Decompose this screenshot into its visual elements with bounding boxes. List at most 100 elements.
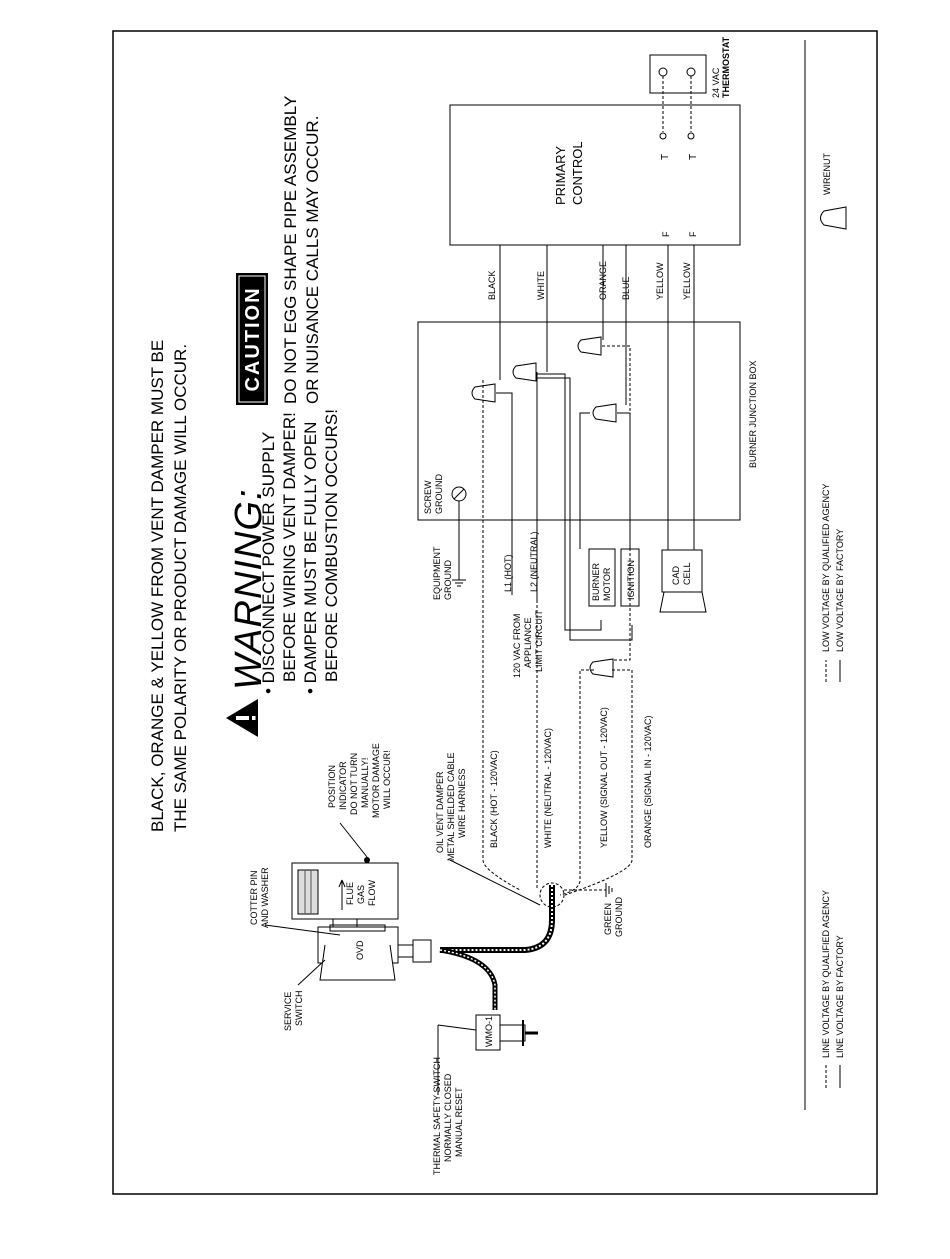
thermal-callout-2: NORMALLY CLOSED xyxy=(443,1073,453,1162)
burner-motor-label-1: BURNER xyxy=(591,562,601,601)
terminal-t-2: T xyxy=(688,154,699,160)
wire-label-black: BLACK xyxy=(487,270,497,300)
wire-l1 xyxy=(496,392,513,595)
terminal-circle xyxy=(659,132,667,140)
thermostat-terminal xyxy=(686,67,696,77)
thermostat-terminal xyxy=(658,67,668,77)
harness-wire-black xyxy=(482,440,521,891)
position-callout-5: MOTOR DAMAGE xyxy=(371,743,381,818)
burner-motor-box xyxy=(588,548,616,607)
l2-label: L2 (NEUTRAL) xyxy=(529,531,539,592)
notice-line-2: THE SAME POLARITY OR PRODUCT DAMAGE WILL… xyxy=(171,344,190,832)
ignition-label: IGNITION xyxy=(626,560,636,600)
green-ground-label-1: GREEN xyxy=(603,903,613,935)
shielded-cable-inner xyxy=(440,885,553,951)
callout-leader xyxy=(297,959,326,986)
shielded-cable xyxy=(440,885,555,953)
flue-gas-flow-1: FLUE xyxy=(345,882,355,905)
harness-callout-2: METAL SHIELDED CABLE xyxy=(446,752,456,861)
burner-junction-box-label: BURNER JUNCTION BOX xyxy=(748,360,758,468)
caution-line-2: OR NUISANCE CALLS MAY OCCUR. xyxy=(303,116,322,404)
legend-right-dashed: LOW VOLTAGE BY QUALIFIED AGENCY xyxy=(821,483,831,652)
primary-control-label-2: CONTROL xyxy=(570,141,585,205)
equipment-ground-label-1: EQUIPMENT xyxy=(432,546,442,600)
cable-to-wmo xyxy=(439,947,498,1010)
callout-leader xyxy=(339,822,368,858)
burner-junction-box xyxy=(417,321,741,521)
burner-motor-label-2: MOTOR xyxy=(602,567,612,601)
wirenut-legend-label: WIRENUT xyxy=(822,153,832,195)
flue-gas-flow-2: GAS xyxy=(356,885,366,904)
equipment-ground-icon xyxy=(452,579,466,587)
cable-connector xyxy=(397,939,432,963)
thermal-callout-1: THERMAL SAFETY SWITCH xyxy=(432,1057,442,1175)
cad-cell-label-1: CAD xyxy=(671,565,681,585)
supply-label-1: 120 VAC FROM xyxy=(512,614,522,678)
position-callout-1: POSITION xyxy=(327,765,337,808)
legend-right-solid: LOW VOLTAGE BY FACTORY xyxy=(835,529,845,652)
notice-line-1: BLACK, ORANGE & YELLOW FROM VENT DAMPER … xyxy=(148,340,167,832)
equipment-ground-label-2: GROUND xyxy=(443,560,453,600)
thermostat-wire xyxy=(662,76,692,132)
wire-to-ign xyxy=(579,412,590,549)
screw-ground-label-2: GROUND xyxy=(434,474,444,514)
cotter-callout-2: AND WASHER xyxy=(260,867,270,928)
callout-leader xyxy=(264,924,341,936)
harness-black-label: BLACK (HOT - 120VAC) xyxy=(489,750,499,848)
warning-line-1: • DISCONNECT POWER SUPPLY xyxy=(259,432,278,694)
harness-orange-label: ORANGE (SIGNAL IN - 120VAC) xyxy=(643,715,653,848)
callout-leader xyxy=(449,859,541,906)
cable-to-wmo-inner xyxy=(439,949,496,1010)
wire-label-white: WHITE xyxy=(536,271,546,300)
position-callout-6: WILL OCCUR! xyxy=(382,750,392,809)
cad-cell-label-2: CELL xyxy=(682,562,692,585)
wire-ign xyxy=(617,412,631,549)
terminal-t-1: T xyxy=(660,154,671,160)
position-callout-2: INDICATOR xyxy=(338,761,348,810)
harness-callout-3: WIRE HARNESS xyxy=(457,768,467,838)
harness-white-label: WHITE (NEUTRAL - 120VAC) xyxy=(543,728,553,848)
wirenut-icon xyxy=(577,336,602,356)
terminal-f-1: F xyxy=(661,231,671,237)
wirenut-legend-icon xyxy=(820,206,847,230)
wirenut-icon xyxy=(512,362,537,382)
warning-triangle-icon xyxy=(226,699,258,737)
harness-junction xyxy=(539,882,565,908)
ovd-motor xyxy=(317,918,399,981)
harness-callout-1: OIL VENT DAMPER xyxy=(435,771,445,853)
flue-gas-flow-3: FLOW xyxy=(367,879,377,906)
flow-arrow-icon xyxy=(338,879,346,910)
harness-wire-orange xyxy=(564,669,633,896)
wirenut-icon xyxy=(592,403,617,423)
terminal-f-2: F xyxy=(688,231,698,237)
legend-left-dashed: LINE VOLTAGE BY QUALIFIED AGENCY xyxy=(821,890,831,1058)
wmo-label: WMO-1 xyxy=(484,1016,494,1047)
ovd-label: OVD xyxy=(355,940,365,960)
wire-motor-2 xyxy=(537,377,633,641)
wire-motor xyxy=(537,373,602,631)
cotter-callout-1: COTTER PIN xyxy=(249,870,259,925)
thermostat-label-2: THERMOSTAT xyxy=(721,36,731,98)
warning-line-2: BEFORE WIRING VENT DAMPER! xyxy=(280,412,299,682)
legend-left-solid: LINE VOLTAGE BY FACTORY xyxy=(835,935,845,1058)
position-indicator-icon xyxy=(364,857,370,863)
primary-control-box xyxy=(449,104,741,246)
supply-label-3: LIMIT CIRCUIT xyxy=(534,610,544,672)
warning-line-4: BEFORE COMBUSTION OCCURS! xyxy=(322,409,341,682)
service-callout-2: SWITCH xyxy=(294,991,304,1027)
thermostat-label-1: 24 VAC xyxy=(711,67,721,98)
harness-wire-yellow xyxy=(559,669,594,896)
supply-label-2: APPLIANCE xyxy=(523,617,533,668)
screw-ground-label-1: SCREW xyxy=(423,480,433,514)
green-ground-label-2: GROUND xyxy=(614,897,624,937)
wire-label-yellow-1: YELLOW xyxy=(655,262,665,300)
position-callout-4: MANUALLY! xyxy=(360,758,370,808)
caution-badge: CAUTION xyxy=(236,273,268,405)
callout-leader xyxy=(437,1024,477,1031)
position-callout-3: DO NOT TURN xyxy=(349,753,359,815)
wirenut-icon xyxy=(589,658,614,678)
service-callout-1: SERVICE xyxy=(283,992,293,1031)
wire-label-yellow-2: YELLOW xyxy=(682,262,692,300)
ignition-box xyxy=(620,548,640,607)
